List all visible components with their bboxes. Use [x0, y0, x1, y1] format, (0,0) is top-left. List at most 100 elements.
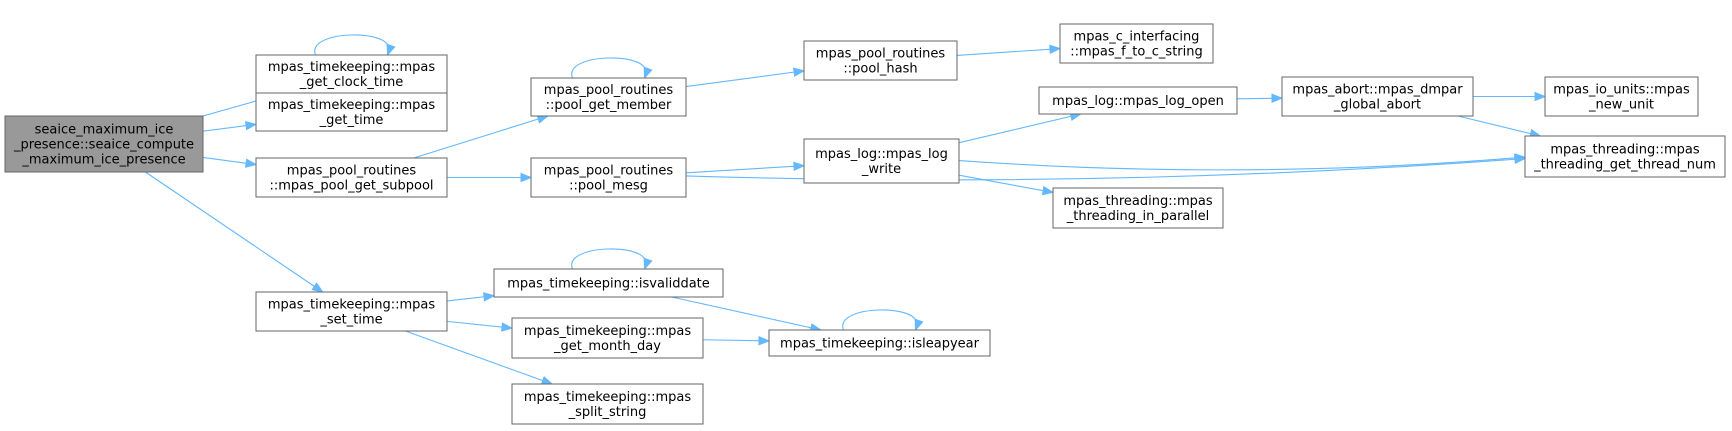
edge-root-to-get_subpool [202, 156, 258, 168]
edge-line [413, 115, 549, 159]
node-box[interactable] [1281, 76, 1474, 117]
node-root[interactable]: seaice_maximum_ice_presence::seaice_comp… [4, 115, 204, 173]
node-f_to_c_string[interactable]: mpas_c_interfacing::mpas_f_to_c_string [1059, 23, 1214, 64]
node-box[interactable] [255, 54, 448, 94]
edge-arrowhead [792, 67, 806, 77]
edge-get_clock_time-to-get_clock_time [314, 34, 396, 57]
node-label-line: mpas_c_interfacing [1074, 30, 1200, 45]
node-isvaliddate[interactable]: mpas_timekeeping::isvaliddate [493, 268, 724, 298]
node-label-line: mpas_io_units::mpas [1553, 83, 1690, 98]
node-thread_num[interactable]: mpas_threading::mpas_threading_get_threa… [1524, 135, 1726, 178]
node-box[interactable] [511, 317, 704, 359]
node-split_string[interactable]: mpas_timekeeping::mpas_split_string [511, 383, 704, 425]
node-label-line: _presence::seaice_compute [13, 138, 194, 153]
edge-line [685, 70, 805, 88]
node-label-line: seaice_maximum_ice [35, 123, 174, 138]
node-label-line: mpas_timekeeping::mpas [268, 98, 436, 113]
node-box[interactable] [530, 157, 687, 198]
node-get_subpool[interactable]: mpas_pool_routines::mpas_pool_get_subpoo… [255, 157, 448, 198]
node-box[interactable] [530, 77, 687, 117]
edge-line [702, 339, 770, 342]
node-box[interactable] [803, 40, 958, 81]
node-label-line: ::pool_get_member [546, 98, 672, 113]
node-box[interactable] [511, 383, 704, 425]
node-get_time[interactable]: mpas_timekeeping::mpas_get_time [255, 92, 448, 132]
node-label-line: mpas_timekeeping::mpas [524, 390, 692, 405]
edge-arrowhead [244, 120, 258, 131]
node-box[interactable] [255, 157, 448, 198]
edge-arrowhead [1514, 153, 1527, 163]
node-label-line: _split_string [568, 405, 647, 420]
edge-isleapyear-to-isleapyear [842, 309, 924, 332]
edge-arrowhead [914, 318, 924, 332]
node-label-line: mpas_abort::mpas_dmpar [1292, 83, 1463, 98]
node-label-line: ::mpas_f_to_c_string [1070, 45, 1203, 60]
edge-arrowhead [540, 375, 554, 385]
node-log_open[interactable]: mpas_log::mpas_log_open [1038, 86, 1238, 115]
edge-dmpar_abort-to-new_unit [1473, 91, 1547, 102]
node-box[interactable] [768, 329, 991, 357]
node-label-line: mpas_log::mpas_log_open [1052, 94, 1224, 109]
node-box[interactable] [1059, 23, 1214, 64]
node-label-line: ::mpas_pool_get_subpool [269, 179, 433, 194]
edge-pool_hash-to-f_to_c_string [956, 44, 1062, 56]
node-get_month_day[interactable]: mpas_timekeeping::mpas_get_month_day [511, 317, 704, 359]
edge-log_write-to-in_parallel [958, 174, 1055, 196]
node-box[interactable] [1544, 76, 1699, 117]
node-label-line: ::pool_mesg [569, 179, 648, 194]
node-label-line: _maximum_ice_presence [21, 153, 185, 168]
node-label-line: mpas_pool_routines [544, 83, 674, 98]
edge-line [1457, 115, 1541, 137]
edge-pool_get_member-to-pool_get_member [571, 57, 653, 80]
node-label-line: _get_month_day [553, 339, 661, 354]
node-label-line: _write [861, 162, 901, 177]
edge-root-to-set_time [145, 171, 324, 293]
edge-log_write-to-log_open [958, 111, 1083, 144]
edge-get_month_day-to-isleapyear [702, 336, 771, 346]
node-label-line: _set_time [319, 313, 382, 328]
edge-arrowhead [244, 158, 258, 168]
edge-line [571, 57, 646, 79]
node-label-line: _get_clock_time [299, 75, 404, 90]
edge-line [842, 309, 917, 331]
node-box[interactable] [1038, 86, 1238, 115]
node-pool_hash[interactable]: mpas_pool_routines::pool_hash [803, 40, 958, 81]
edge-pool_mesg-to-log_write [685, 161, 806, 174]
node-label-line: mpas_timekeeping::mpas [268, 60, 436, 75]
node-box[interactable] [255, 92, 448, 132]
node-label-line: _threading_in_parallel [1066, 209, 1209, 224]
node-label-line: mpas_timekeeping::mpas [268, 298, 436, 313]
edge-arrowhead [1041, 185, 1055, 196]
edge-log_open-to-dmpar_abort [1236, 93, 1284, 104]
node-log_write[interactable]: mpas_log::mpas_log_write [803, 138, 960, 184]
edges-layer [145, 34, 1547, 385]
node-label-line: mpas_pool_routines [544, 164, 674, 179]
node-box[interactable] [1524, 135, 1726, 178]
node-label-line: mpas_threading::mpas [1550, 143, 1700, 158]
edge-get_subpool-to-pool_mesg [447, 172, 533, 183]
edge-line [446, 320, 513, 329]
edge-arrowhead [311, 282, 324, 293]
edge-arrowhead [501, 322, 514, 332]
node-box[interactable] [493, 268, 724, 298]
node-label-line: _new_unit [1588, 98, 1654, 113]
node-dmpar_abort[interactable]: mpas_abort::mpas_dmpar_global_abort [1281, 76, 1474, 117]
node-box[interactable] [255, 291, 448, 332]
node-box[interactable] [4, 115, 204, 173]
edge-isvaliddate-to-isvaliddate [571, 248, 653, 271]
node-box[interactable] [803, 138, 960, 184]
node-pool_get_member[interactable]: mpas_pool_routines::pool_get_member [530, 77, 687, 117]
node-in_parallel[interactable]: mpas_threading::mpas_threading_in_parall… [1052, 187, 1224, 229]
node-label-line: mpas_pool_routines [816, 47, 946, 62]
node-pool_mesg[interactable]: mpas_pool_routines::pool_mesg [530, 157, 687, 198]
node-new_unit[interactable]: mpas_io_units::mpas_new_unit [1544, 76, 1699, 117]
edge-dmpar_abort-to-thread_num [1457, 115, 1542, 139]
node-label-line: mpas_timekeeping::isleapyear [780, 337, 980, 352]
node-box[interactable] [1052, 187, 1224, 229]
edge-root-to-get_time [202, 120, 258, 132]
node-isleapyear[interactable]: mpas_timekeeping::isleapyear [768, 329, 991, 357]
node-get_clock_time[interactable]: mpas_timekeeping::mpas_get_clock_time [255, 54, 448, 94]
edge-arrowhead [1534, 91, 1547, 102]
node-set_time[interactable]: mpas_timekeeping::mpas_set_time [255, 291, 448, 332]
